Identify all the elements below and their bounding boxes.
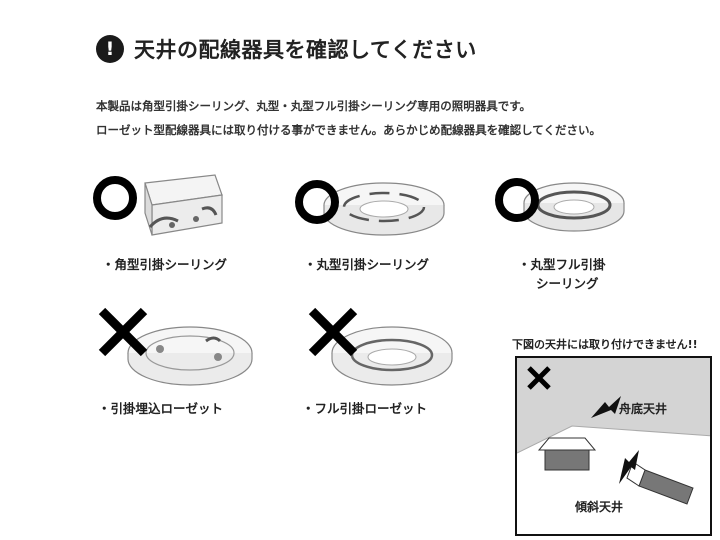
circle-ok-icon (295, 180, 339, 224)
round-ceiling-illustration (323, 182, 445, 236)
ok-item-label: ・丸型引掛シーリング (304, 257, 430, 272)
page-title: 天井の配線器具を確認してください (134, 38, 477, 62)
description-line-1: 本製品は角型引掛シーリング、丸型・丸型フル引掛シーリング専用の照明器具です。 (96, 99, 532, 113)
sloped-ceiling-label: 傾斜天井 (575, 500, 624, 514)
embedded-rosette-illustration (127, 326, 253, 386)
ng-item-label: ・引掛埋込ローゼット (98, 401, 224, 416)
ng-item-full-rosette: ・フル引掛ローゼット (292, 305, 462, 416)
ok-item-square-ceiling: ・角型引掛シーリング (90, 165, 250, 275)
ceiling-warning-title: 下図の天井には取り付けできません!! (512, 338, 698, 351)
ok-item-label: ・角型引掛シーリング (102, 257, 228, 272)
round-full-ceiling-illustration (523, 182, 625, 232)
full-rosette-illustration (331, 326, 453, 386)
ceiling-diagram: 舟底天井 傾斜天井 (515, 356, 712, 536)
circle-ok-icon (495, 178, 539, 222)
ceiling-shape-illustration (517, 358, 710, 505)
ok-item-round-ceiling: ・丸型引掛シーリング (292, 165, 452, 275)
ok-item-label-line1: ・丸型フル引掛 (518, 257, 606, 272)
cross-ng-icon (308, 307, 358, 357)
ng-item-embedded-rosette: ・引掛埋込ローゼット (90, 305, 260, 416)
page-header: ! 天井の配線器具を確認してください (96, 34, 477, 64)
description-line-2: ローゼット型配線器具には取り付ける事ができません。あらかじめ配線器具を確認してく… (96, 123, 601, 137)
square-ceiling-illustration (144, 174, 223, 236)
exclamation-circle-icon: ! (96, 35, 124, 63)
cross-ng-icon (527, 366, 551, 390)
ng-item-label: ・フル引掛ローゼット (302, 401, 428, 416)
boat-ceiling-label: 舟底天井 (619, 402, 668, 416)
ok-item-round-full-ceiling: ・丸型フル引掛 シーリング (492, 165, 652, 295)
ok-item-label-line2: シーリング (536, 276, 599, 291)
circle-ok-icon (93, 176, 137, 220)
cross-ng-icon (98, 307, 148, 357)
